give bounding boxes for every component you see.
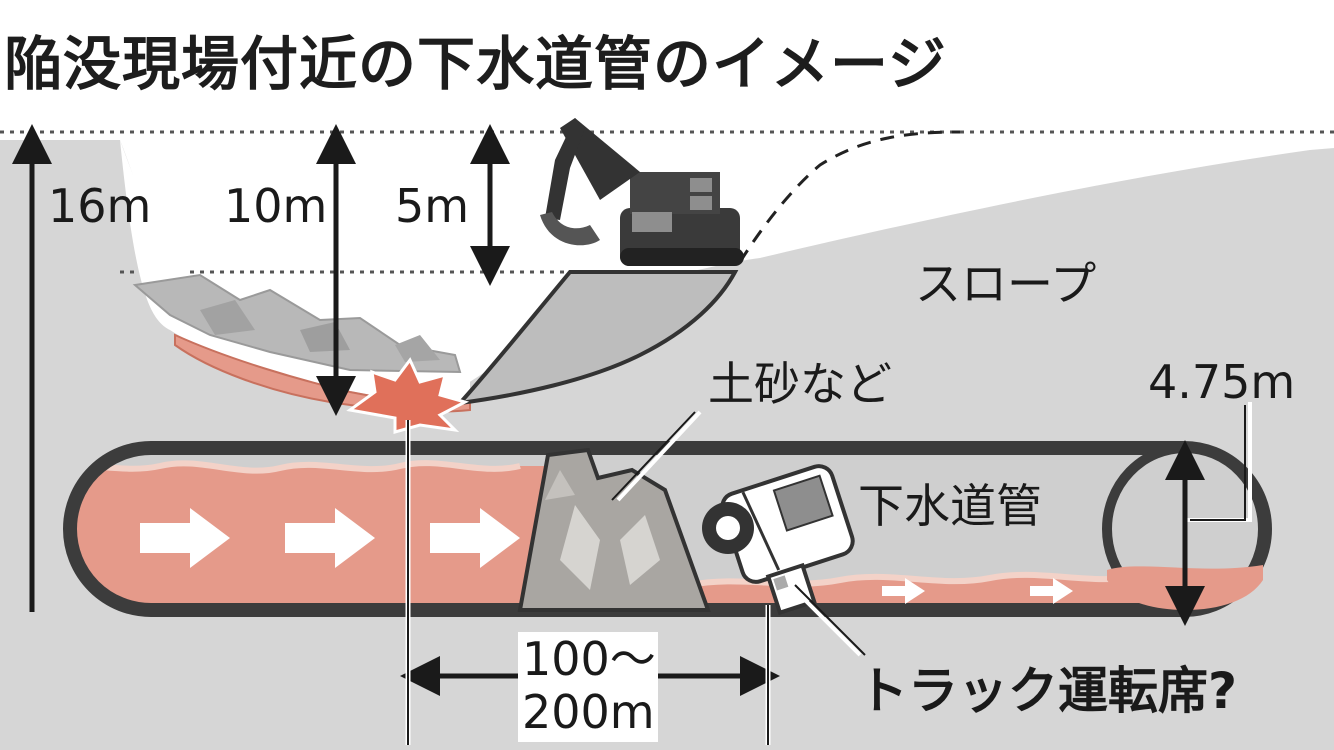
truck-cab-icon	[702, 464, 855, 616]
burst-icon	[346, 357, 470, 434]
flow-arrow-icon	[140, 508, 230, 568]
debris-label: 土砂など	[708, 357, 892, 411]
flow-arrow-icon	[430, 508, 520, 568]
slope-label: スロープ	[915, 257, 1096, 311]
pipe-label: 下水道管	[858, 479, 1042, 533]
flow-arrow-icon	[882, 578, 925, 604]
flow-arrow-icon	[285, 508, 375, 568]
debris-mound	[517, 447, 711, 612]
flow-arrows	[140, 508, 1073, 604]
excavator-icon	[540, 118, 744, 266]
truck-cab-label: トラック運転席?	[858, 662, 1237, 720]
original-ground-dashed-line	[738, 130, 961, 263]
flow-arrow-icon	[1030, 578, 1073, 604]
distance-label-line1: 100〜	[522, 632, 656, 686]
ramp-wedge	[454, 270, 739, 406]
distance-label-bg	[518, 632, 658, 742]
diagram-title: 陥没現場付近の下水道管のイメージ	[4, 30, 947, 98]
depth-16-label: 16m	[48, 179, 151, 233]
distance-label-line2: 200m	[522, 685, 655, 739]
diameter-label: 4.75m	[1148, 355, 1295, 409]
depth-5-label: 5m	[395, 179, 469, 233]
depth-10-label: 10m	[224, 179, 327, 233]
